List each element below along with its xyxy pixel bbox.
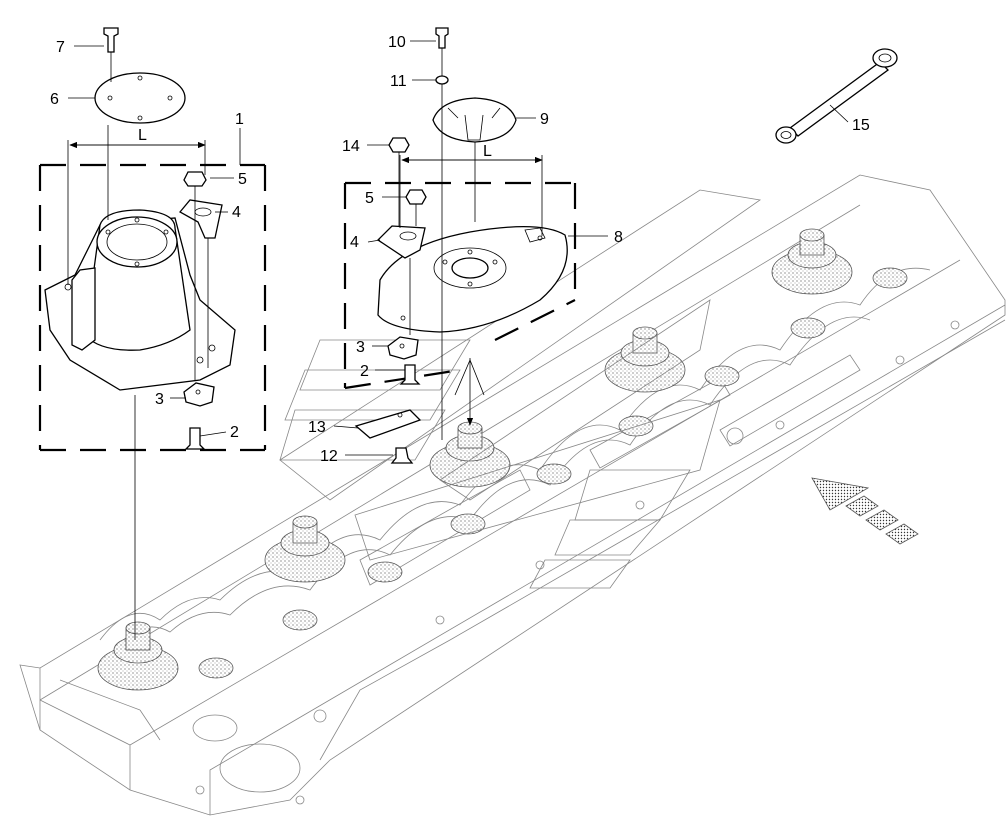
cutter-bar bbox=[19, 174, 1006, 816]
clamp-4-right bbox=[376, 225, 426, 259]
nut-5-left bbox=[183, 171, 207, 187]
nut-5-right bbox=[405, 189, 427, 205]
cutting-disc bbox=[377, 226, 568, 333]
dimension-label-left: L bbox=[138, 127, 147, 144]
callout-11: 11 bbox=[390, 73, 407, 90]
disc-cap bbox=[432, 97, 517, 143]
callout-3-left: 3 bbox=[155, 391, 164, 408]
callout-15: 15 bbox=[852, 117, 870, 134]
disc-hub bbox=[264, 515, 346, 583]
plate-3-right bbox=[387, 336, 419, 360]
dimension-l-right bbox=[399, 155, 543, 236]
washer-11 bbox=[435, 75, 449, 85]
callout-leaders bbox=[68, 40, 849, 456]
disc-hub bbox=[771, 228, 853, 295]
callout-12: 12 bbox=[320, 448, 338, 465]
callout-labels: 7 6 1 5 4 3 2 L 10 11 9 14 5 4 8 3 2 13 … bbox=[50, 34, 870, 465]
bolt-10 bbox=[435, 27, 449, 49]
disc-ghost-outlines bbox=[279, 189, 762, 589]
callout-8: 8 bbox=[614, 229, 623, 246]
travel-direction-arrow bbox=[811, 477, 919, 545]
callout-9: 9 bbox=[540, 111, 549, 128]
callout-4-left: 4 bbox=[232, 204, 241, 221]
bolt-12 bbox=[390, 447, 414, 464]
drum-cone bbox=[44, 209, 236, 391]
bolt-2-right bbox=[399, 364, 421, 385]
dimension-l-left bbox=[67, 140, 206, 285]
nut-14 bbox=[388, 137, 410, 153]
callout-10: 10 bbox=[388, 34, 406, 51]
disc-hubs bbox=[97, 228, 908, 691]
callout-5-left: 5 bbox=[238, 171, 247, 188]
knife-blade-13 bbox=[354, 409, 422, 439]
callout-4-right: 4 bbox=[350, 234, 359, 251]
disc-hub bbox=[604, 326, 686, 393]
disc-assembly-group bbox=[343, 181, 577, 390]
disc-hub bbox=[97, 621, 179, 691]
dimension-label-right: L bbox=[483, 143, 492, 160]
callout-6: 6 bbox=[50, 91, 59, 108]
callout-3-right: 3 bbox=[356, 339, 365, 356]
callout-5-right: 5 bbox=[365, 190, 374, 207]
bolt-2-left bbox=[184, 427, 206, 450]
bolt-7 bbox=[103, 27, 119, 53]
callout-13: 13 bbox=[308, 419, 326, 436]
ring-spanner-15 bbox=[775, 48, 898, 144]
disc-hub bbox=[429, 421, 511, 488]
clamp-4-left bbox=[178, 199, 223, 239]
callout-14: 14 bbox=[342, 138, 360, 155]
leader-line bbox=[454, 358, 485, 396]
callout-2-left: 2 bbox=[230, 424, 239, 441]
callout-7: 7 bbox=[56, 39, 65, 56]
callout-1: 1 bbox=[235, 111, 244, 128]
drum-assembly-group bbox=[38, 163, 267, 452]
cover-plate bbox=[94, 72, 186, 124]
plate-3-left bbox=[183, 382, 215, 407]
callout-2-right: 2 bbox=[360, 363, 369, 380]
